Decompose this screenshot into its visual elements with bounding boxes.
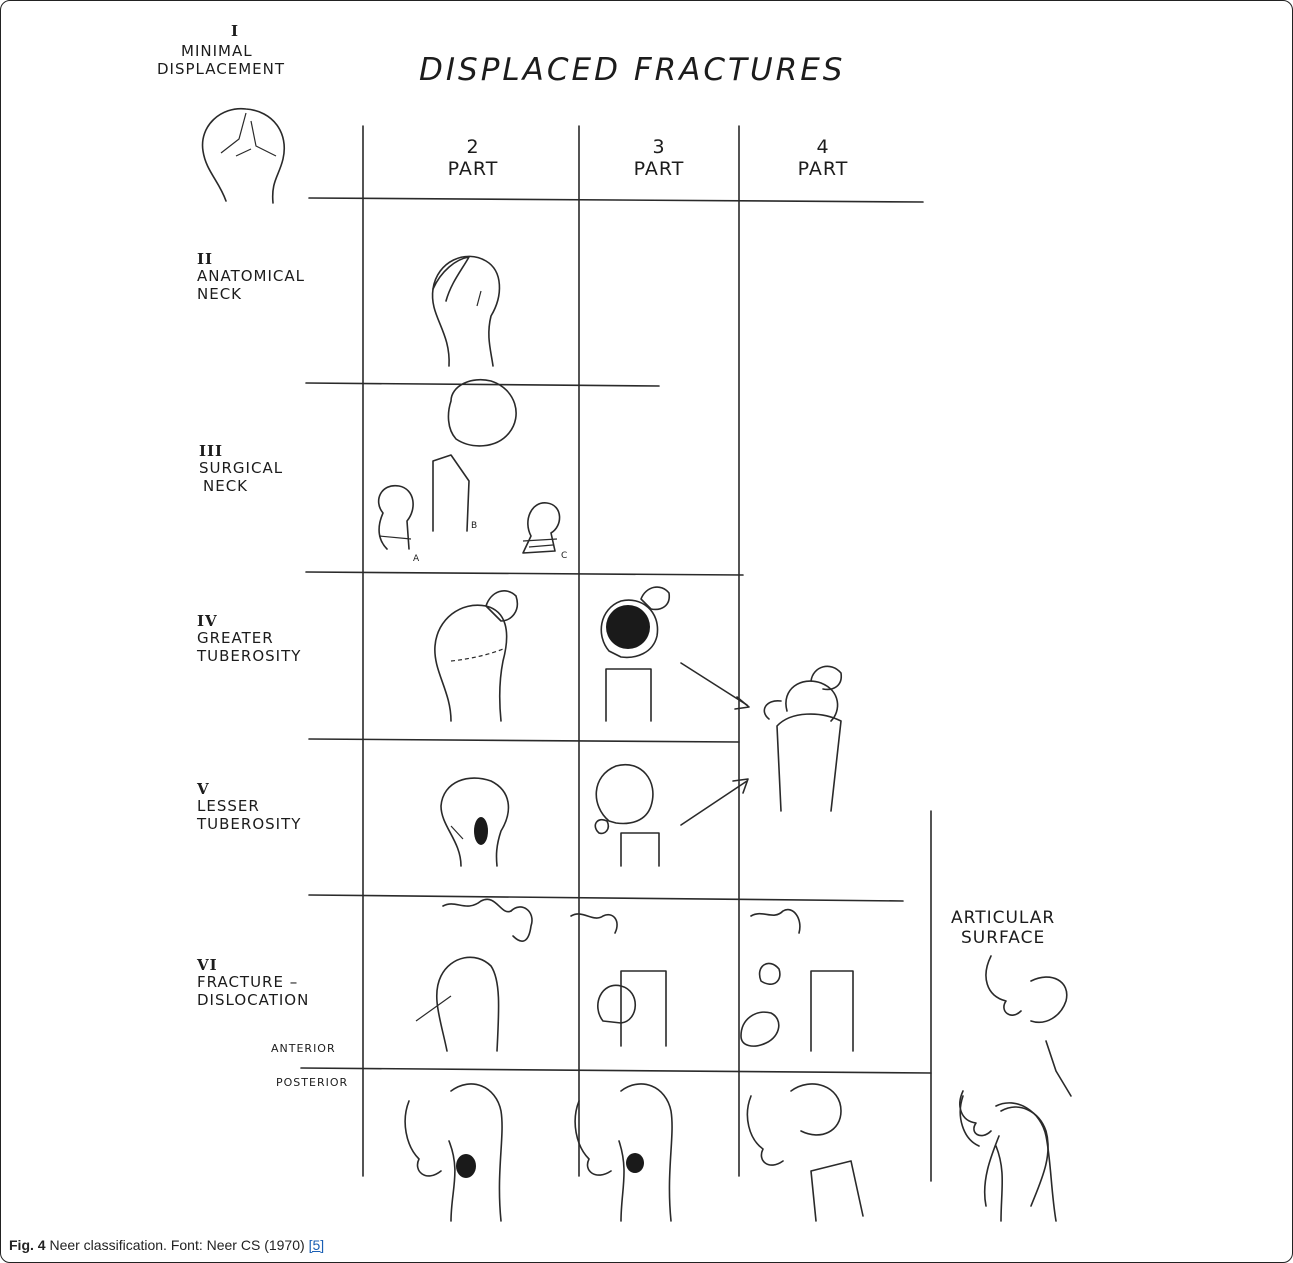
column-label: PART bbox=[763, 159, 883, 181]
column-header-3part: 3 PART bbox=[599, 137, 719, 181]
humerus-anatomical-neck bbox=[433, 256, 500, 366]
caption-reference-link[interactable]: [5] bbox=[309, 1237, 325, 1253]
column-number: 3 bbox=[599, 137, 719, 159]
caption-label: Fig. 4 bbox=[9, 1237, 46, 1253]
row-label-fracture-dislocation: VI FRACTURE – DISLOCATION bbox=[197, 957, 309, 1009]
row-label-anatomical-neck: II ANATOMICAL NECK bbox=[197, 251, 305, 303]
row-numeral: II bbox=[197, 251, 305, 268]
fracture-dislocation-posterior bbox=[405, 1084, 1056, 1221]
minimal-label-line2: DISPLACEMENT bbox=[157, 61, 285, 78]
row-label-surgical-neck: III SURGICAL NECK bbox=[199, 443, 283, 495]
row-line2: TUBEROSITY bbox=[197, 816, 301, 833]
row-numeral: V bbox=[197, 781, 301, 798]
row-line2: NECK bbox=[197, 286, 305, 303]
column-label: PART bbox=[599, 159, 719, 181]
minimal-numeral: I bbox=[231, 23, 239, 40]
row-line1: LESSER bbox=[197, 798, 301, 815]
humerus-surgical-neck bbox=[379, 380, 560, 553]
humerus-lesser-tuberosity-3part bbox=[595, 765, 659, 866]
anterior-label: ANTERIOR bbox=[271, 1043, 336, 1056]
row-numeral: III bbox=[199, 443, 283, 460]
neer-classification-diagram: I MINIMAL DISPLACEMENT DISPLACED FRACTUR… bbox=[151, 21, 1141, 1231]
column-header-4part: 4 PART bbox=[763, 137, 883, 181]
row-line1: GREATER bbox=[197, 630, 301, 647]
row-line1: ANATOMICAL bbox=[197, 268, 305, 285]
articular-line2: SURFACE bbox=[951, 929, 1055, 949]
humerus-4part bbox=[764, 666, 841, 811]
row-numeral: VI bbox=[197, 957, 309, 974]
articular-surface-label: ARTICULAR SURFACE bbox=[951, 909, 1055, 948]
humerus-greater-tuberosity-3part bbox=[601, 587, 669, 721]
row-line1: SURGICAL bbox=[199, 460, 283, 477]
articular-surface-drawings bbox=[960, 956, 1071, 1206]
row-line2: TUBEROSITY bbox=[197, 648, 301, 665]
row-line2: DISLOCATION bbox=[197, 992, 309, 1009]
humerus-minimal-displacement bbox=[203, 109, 285, 203]
minimal-label-line1: MINIMAL bbox=[181, 43, 253, 60]
posterior-label: POSTERIOR bbox=[276, 1077, 348, 1090]
surgical-mark-b: b bbox=[471, 521, 478, 531]
figure-caption: Fig. 4 Neer classification. Font: Neer C… bbox=[9, 1237, 324, 1253]
humerus-lesser-tuberosity-2part bbox=[441, 778, 508, 866]
surgical-mark-a: a bbox=[413, 554, 420, 564]
humerus-greater-tuberosity-2part bbox=[435, 591, 517, 721]
articular-line1: ARTICULAR bbox=[951, 909, 1055, 929]
figure-title: DISPLACED FRACTURES bbox=[419, 53, 845, 89]
row-line2: NECK bbox=[203, 478, 283, 495]
row-label-greater-tuberosity: IV GREATER TUBEROSITY bbox=[197, 613, 301, 665]
row-label-lesser-tuberosity: V LESSER TUBEROSITY bbox=[197, 781, 301, 833]
row-line1: FRACTURE – bbox=[197, 974, 309, 991]
surgical-mark-c: c bbox=[561, 551, 568, 561]
caption-text: Neer classification. Font: Neer CS (1970… bbox=[46, 1237, 309, 1253]
column-header-2part: 2 PART bbox=[413, 137, 533, 181]
column-label: PART bbox=[413, 159, 533, 181]
row-numeral: IV bbox=[197, 613, 301, 630]
fracture-dislocation-anterior bbox=[416, 899, 853, 1051]
column-number: 2 bbox=[413, 137, 533, 159]
column-number: 4 bbox=[763, 137, 883, 159]
